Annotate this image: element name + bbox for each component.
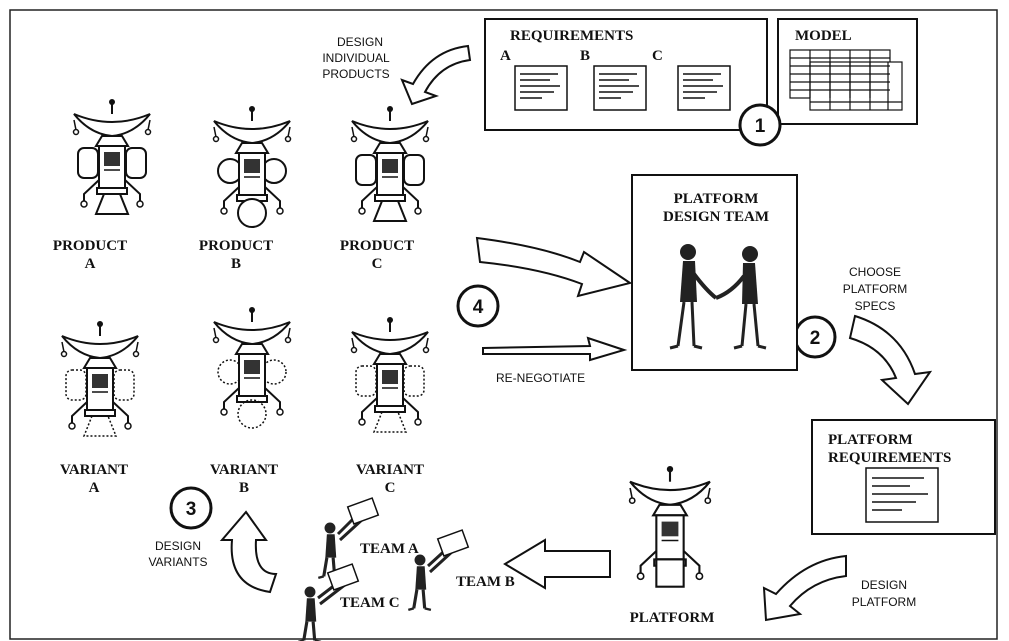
step-3-badge: 3	[169, 486, 213, 530]
model-title: MODEL	[795, 28, 852, 44]
variant-b-craft	[212, 306, 292, 429]
platform-craft	[628, 464, 712, 588]
requirements-doc-b	[593, 65, 647, 111]
variant-a-label-line2: A	[89, 480, 100, 496]
variant-c-label-line1: VARIANT	[356, 462, 424, 478]
design-individual-line3: PRODUCTS	[322, 67, 389, 81]
design-individual-products-label: DESIGN INDIVIDUAL PRODUCTS	[322, 35, 390, 81]
step-1-badge: 1	[738, 103, 782, 147]
step-2-badge: 2	[793, 315, 837, 359]
design-individual-line2: INDIVIDUAL	[322, 51, 390, 65]
requirements-doc-a	[514, 65, 568, 111]
platform-team-line2: DESIGN TEAM	[663, 209, 769, 225]
product-b-label-line2: B	[231, 256, 241, 272]
platform-label: PLATFORM	[630, 610, 715, 626]
products-to-team-arrow	[475, 236, 633, 298]
step-3-number: 3	[186, 499, 197, 520]
team-b-label: TEAM B	[456, 574, 515, 590]
variant-b-label-line2: B	[239, 480, 249, 496]
platform-requirements-box: PLATFORM REQUIREMENTS	[811, 419, 996, 535]
step-4-number: 4	[473, 297, 484, 318]
design-platform-arrow	[762, 554, 847, 622]
handshake-figures	[669, 244, 767, 350]
platform-requirements-doc	[865, 467, 939, 523]
requirements-label-c: C	[652, 48, 663, 64]
choose-platform-specs-label: CHOOSE PLATFORM SPECS	[843, 265, 907, 313]
team-a-group: TEAM A	[316, 497, 419, 580]
model-box: MODEL	[777, 18, 918, 125]
step-2-number: 2	[810, 328, 821, 349]
variant-c-craft	[350, 316, 430, 433]
renegotiate-arrow	[482, 336, 628, 362]
model-spreadsheet	[789, 49, 903, 111]
product-c-craft	[350, 105, 430, 222]
product-c-label-line2: C	[372, 256, 383, 272]
team-b-group: TEAM B	[406, 529, 515, 612]
team-a-label: TEAM A	[360, 541, 419, 557]
team-c-label: TEAM C	[340, 595, 400, 611]
choose-specs-line3: SPECS	[855, 299, 896, 313]
product-b-label-line1: PRODUCT	[199, 238, 273, 254]
requirements-title: REQUIREMENTS	[510, 28, 633, 44]
design-platform-line2: PLATFORM	[852, 595, 916, 609]
design-variants-arrow	[219, 510, 278, 594]
requirements-label-a: A	[500, 48, 511, 64]
platform-to-teams-arrow	[503, 538, 611, 590]
platform-requirements-line1: PLATFORM	[828, 432, 913, 448]
variant-a-label-line1: VARIANT	[60, 462, 128, 478]
design-platform-label: DESIGN PLATFORM	[852, 578, 916, 609]
product-a-label-line2: A	[85, 256, 96, 272]
requirements-doc-c	[677, 65, 731, 111]
team-c-group: TEAM C	[296, 563, 400, 641]
product-c-label-line1: PRODUCT	[340, 238, 414, 254]
choose-specs-line1: CHOOSE	[849, 265, 901, 279]
design-variants-line2: VARIANTS	[148, 555, 207, 569]
product-a-craft	[72, 98, 152, 215]
design-variants-line1: DESIGN	[155, 539, 201, 553]
diagram-frame	[9, 9, 998, 640]
choose-specs-line2: PLATFORM	[843, 282, 907, 296]
variant-c-label-line2: C	[385, 480, 396, 496]
variant-b-label-line1: VARIANT	[210, 462, 278, 478]
requirements-label-b: B	[580, 48, 590, 64]
product-b-craft	[212, 105, 292, 228]
choose-specs-arrow	[848, 314, 933, 406]
platform-requirements-line2: REQUIREMENTS	[828, 450, 951, 466]
design-individual-line1: DESIGN	[337, 35, 383, 49]
design-platform-line1: DESIGN	[861, 578, 907, 592]
step-4-badge: 4	[456, 284, 500, 328]
renegotiate-label: RE-NEGOTIATE	[496, 371, 585, 385]
design-individual-arrow	[400, 44, 472, 106]
platform-design-team-box: PLATFORM DESIGN TEAM	[631, 174, 798, 371]
requirements-box: REQUIREMENTS A B C	[484, 18, 768, 131]
platform-team-line1: PLATFORM	[674, 191, 759, 207]
product-a-label-line1: PRODUCT	[53, 238, 127, 254]
variant-a-craft	[60, 320, 140, 437]
design-variants-label: DESIGN VARIANTS	[148, 539, 207, 569]
step-1-number: 1	[755, 116, 766, 137]
